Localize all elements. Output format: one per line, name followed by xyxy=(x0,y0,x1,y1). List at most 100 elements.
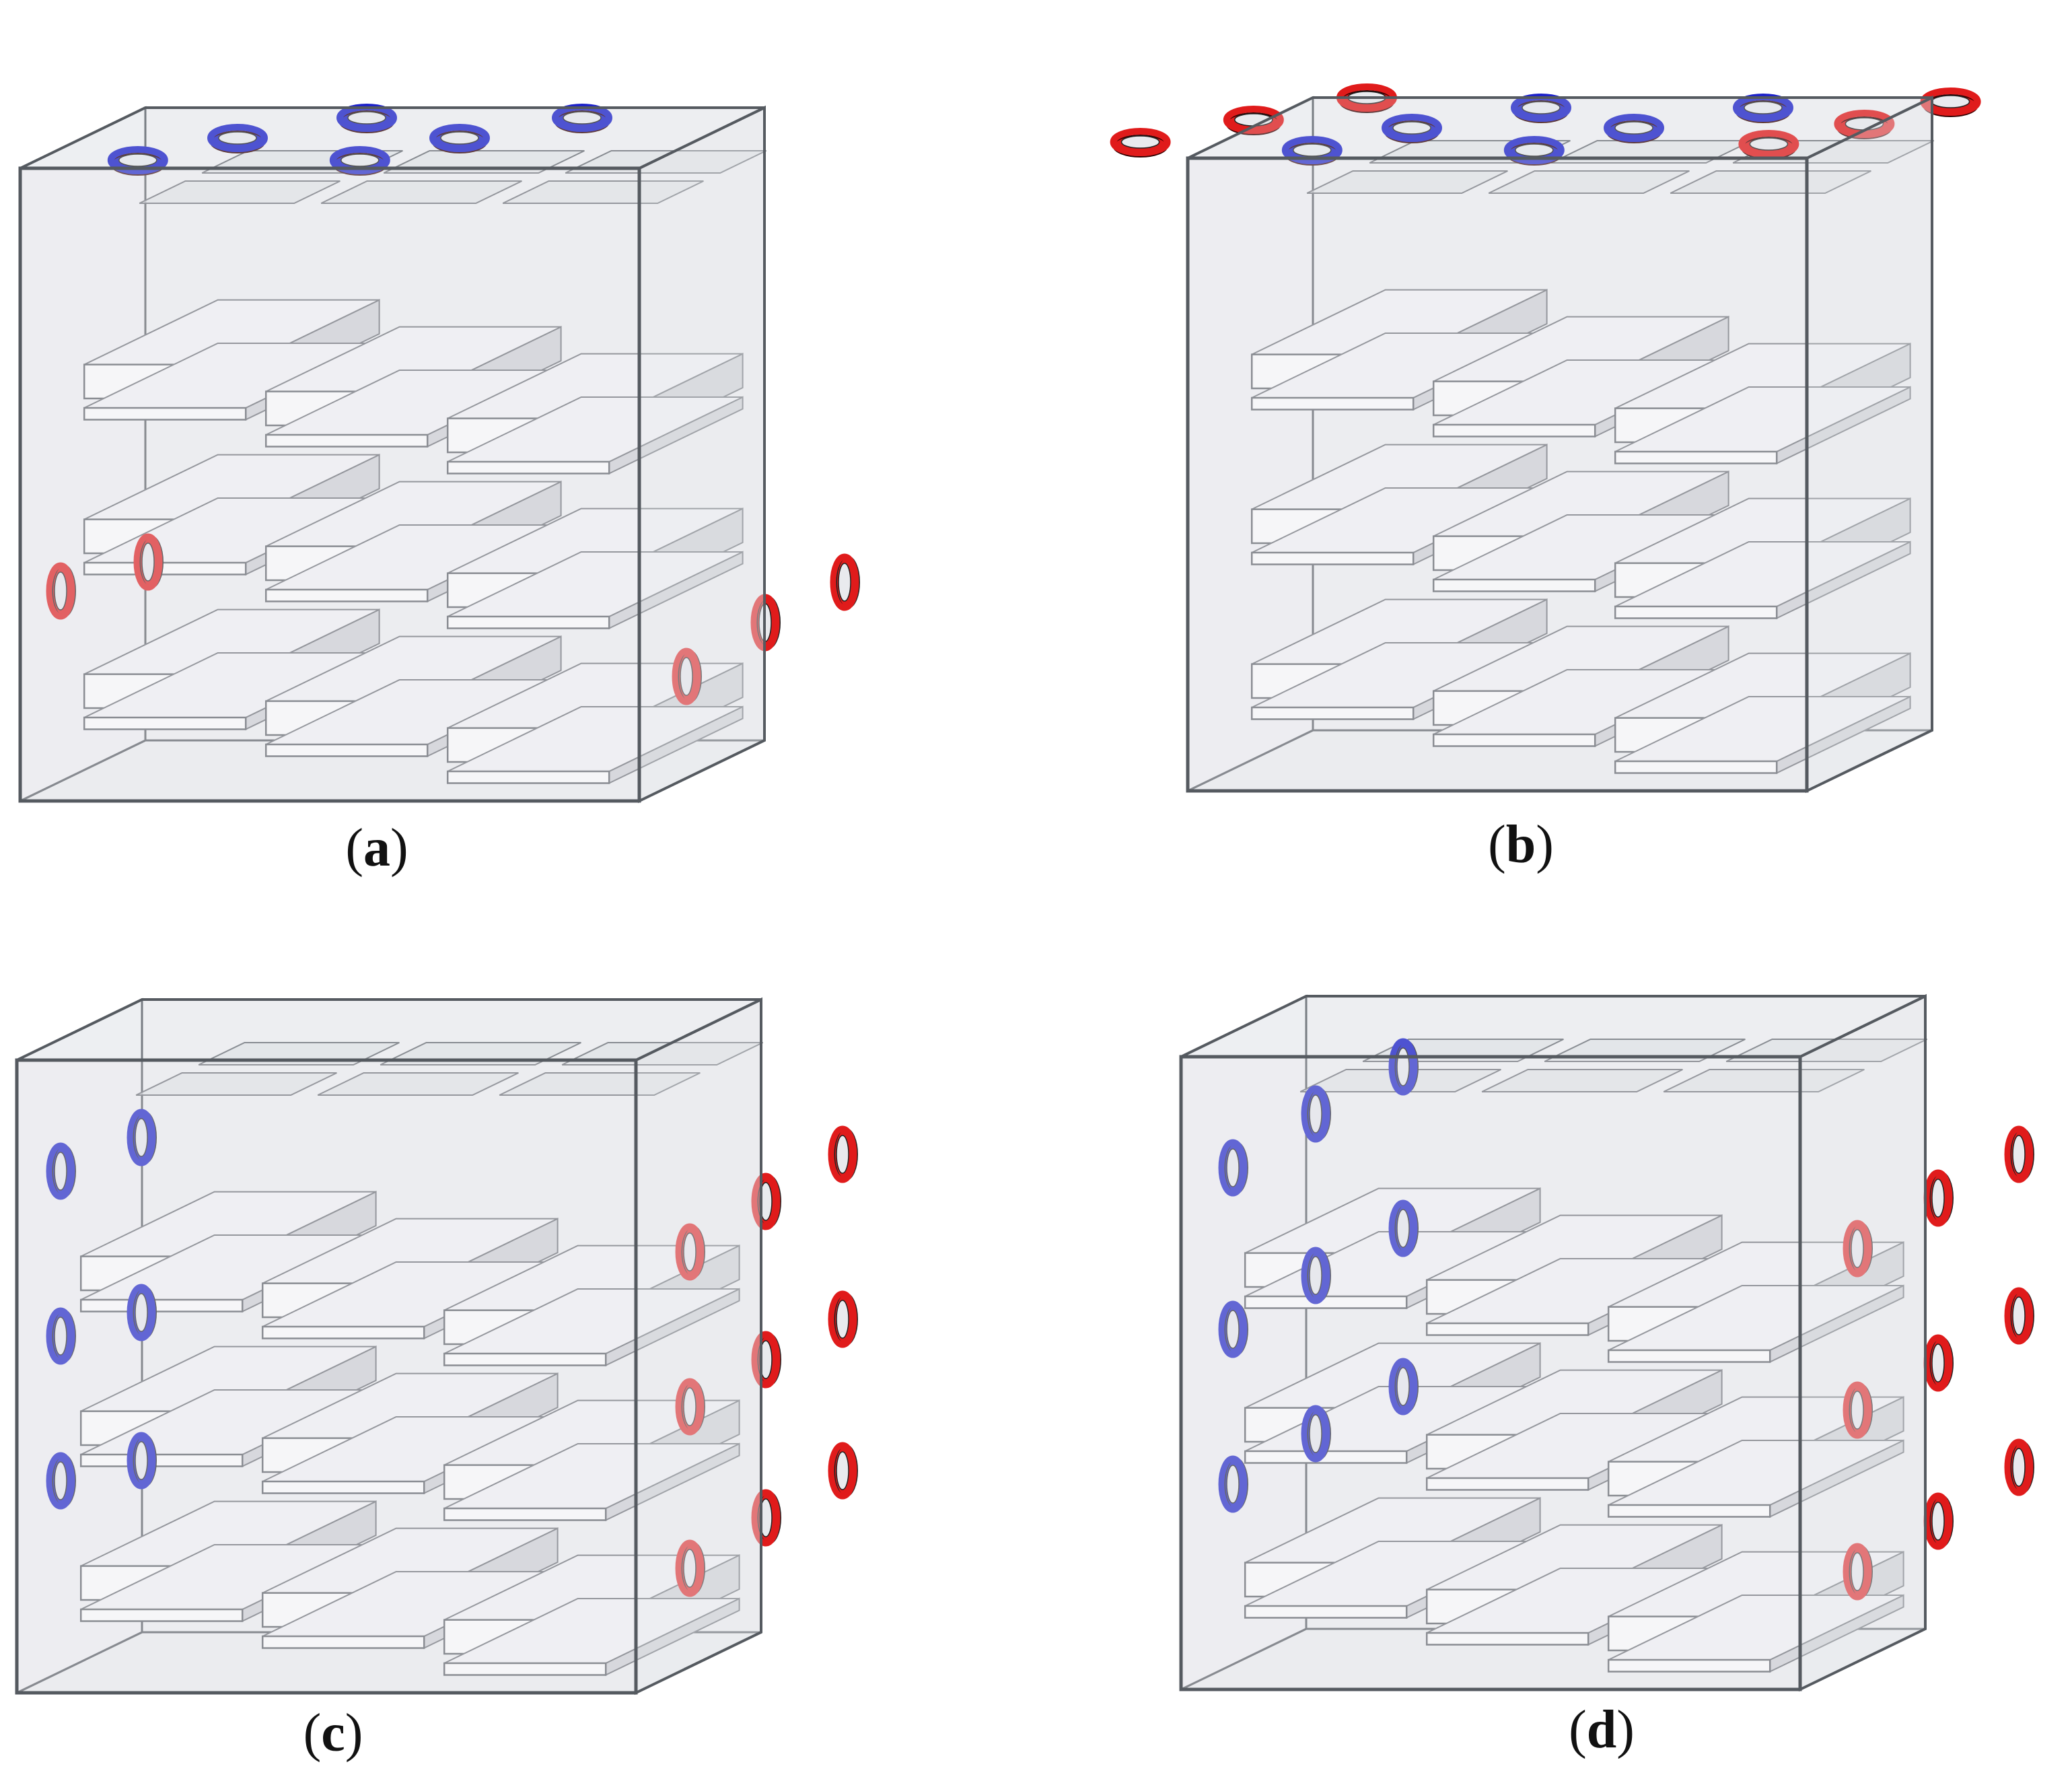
top-plate xyxy=(1663,1069,1865,1092)
outlet-ring-side-hole xyxy=(2012,1448,2026,1487)
enclosure-right-wall xyxy=(1806,95,1933,794)
inlet-ring-top-hole xyxy=(1293,143,1332,157)
inlet-ring-side-rim xyxy=(127,1432,156,1490)
outlet-ring-side-hole xyxy=(683,1387,696,1426)
inlet-ring-side-rim xyxy=(1218,1139,1248,1197)
outlet-ring-side-rim xyxy=(675,1539,705,1597)
outlet-ring-side-hole xyxy=(680,657,693,696)
inlet-ring-side-hole xyxy=(54,1317,67,1356)
outlet-ring-side-hole xyxy=(2012,1296,2026,1335)
inlet-ring-side-rim xyxy=(1218,1455,1248,1513)
cooling-plate-front xyxy=(1614,450,1778,464)
outlet-ring-side-hole xyxy=(141,543,155,582)
inlet-ring-side-rim xyxy=(46,1307,75,1365)
inlet-ring-side-hole xyxy=(1309,1094,1322,1133)
inlet-ring-side-hole xyxy=(1226,1310,1240,1349)
panel-c-battery-enclosure xyxy=(15,997,858,1695)
outlet-ring-side-hole xyxy=(54,571,67,610)
cooling-plate-front xyxy=(1432,733,1596,747)
cooling-plate-front xyxy=(443,1662,607,1676)
cooling-plate-front xyxy=(1244,1295,1408,1309)
outlet-ring-side-hole xyxy=(838,563,851,602)
cooling-plate-front xyxy=(446,770,610,784)
cooling-plate-front xyxy=(261,1635,425,1649)
cooling-plate-front xyxy=(264,743,429,757)
outlet-ring-side-hole xyxy=(836,1135,849,1174)
top-plate xyxy=(320,180,522,204)
inlet-ring-top-hole xyxy=(347,111,386,125)
inlet-ring-top-rim xyxy=(1604,114,1664,142)
cooling-plate-front xyxy=(83,407,247,421)
panel-a-battery-enclosure xyxy=(18,104,860,804)
enclosure-front-wall xyxy=(15,1058,638,1695)
inlet-ring-side-hole xyxy=(1396,1209,1410,1248)
enclosure-right-wall xyxy=(638,105,766,804)
enclosure-top xyxy=(16,998,762,1061)
cooling-plate-front xyxy=(261,1325,425,1339)
inlet-ring-top-rim xyxy=(329,146,390,174)
top-plate xyxy=(1481,1069,1683,1092)
outlet-ring-side-rim xyxy=(2004,1287,2034,1345)
inlet-ring-top-hole xyxy=(218,131,257,145)
enclosure-top xyxy=(1180,995,1926,1058)
inlet-ring-side-rim xyxy=(1388,1358,1418,1415)
inlet-ring-side-rim xyxy=(127,1284,156,1341)
caption-a: (a) xyxy=(345,818,408,878)
outlet-ring-top-rim xyxy=(1738,130,1799,158)
outlet-ring-side-rim xyxy=(2004,1125,2034,1183)
inlet-ring-top-hole xyxy=(118,153,157,167)
top-plate xyxy=(1670,170,1871,194)
cooling-plate-front xyxy=(1250,551,1415,565)
inlet-ring-side-hole xyxy=(135,1293,148,1332)
cooling-plate-front xyxy=(79,1298,244,1313)
cooling-plate-front xyxy=(83,716,247,730)
outlet-ring-side-hole xyxy=(1851,1391,1864,1430)
inlet-ring-side-rim xyxy=(1388,1038,1418,1096)
top-plate xyxy=(499,1072,701,1096)
outlet-ring-side-hole xyxy=(1931,1179,1945,1218)
inlet-ring-side-rim xyxy=(1301,1247,1330,1304)
cooling-plate-front xyxy=(1607,1504,1771,1518)
outlet-ring-side-hole xyxy=(836,1451,849,1490)
inlet-ring-side-rim xyxy=(46,1452,75,1510)
inlet-ring-side-rim xyxy=(127,1109,156,1166)
top-plate xyxy=(502,180,704,204)
enclosure-right-wall xyxy=(1799,993,1927,1692)
outlet-ring-side-hole xyxy=(2012,1135,2026,1174)
top-plate xyxy=(139,180,341,204)
inlet-ring-side-hole xyxy=(1226,1148,1240,1187)
cooling-plate-front xyxy=(264,433,429,448)
inlet-ring-side-rim xyxy=(1218,1300,1248,1358)
inlet-ring-top-hole xyxy=(563,111,602,125)
cooling-plate-front xyxy=(443,1507,607,1521)
cooling-plate-front xyxy=(1607,1658,1771,1673)
outlet-ring-side-hole xyxy=(1851,1229,1864,1268)
outlet-ring-side-rim xyxy=(830,553,859,611)
enclosure-top xyxy=(1187,96,1933,160)
inlet-ring-top-hole xyxy=(440,131,479,145)
outlet-ring-side-hole xyxy=(1931,1343,1945,1383)
outlet-ring-side-rim xyxy=(675,1223,705,1281)
outlet-ring-top-rim xyxy=(1110,128,1171,156)
outlet-ring-side-hole xyxy=(836,1300,849,1339)
outlet-ring-side-rim xyxy=(1843,1543,1872,1601)
inlet-ring-side-hole xyxy=(54,1152,67,1191)
inlet-ring-side-rim xyxy=(1388,1199,1418,1257)
inlet-ring-top-hole xyxy=(1392,121,1431,135)
outlet-ring-top-hole xyxy=(1749,137,1789,151)
inlet-ring-side-rim xyxy=(1301,1405,1330,1463)
outlet-ring-top-rim xyxy=(1834,110,1895,138)
cooling-plate-front xyxy=(1432,578,1596,592)
outlet-ring-side-hole xyxy=(1851,1552,1864,1591)
cooling-plate-front xyxy=(1614,605,1778,619)
inlet-ring-top-hole xyxy=(1522,101,1561,114)
inlet-ring-side-hole xyxy=(1309,1414,1322,1453)
top-plate xyxy=(135,1072,337,1096)
enclosure-front-wall xyxy=(18,166,641,803)
cooling-plate-front xyxy=(1614,760,1778,774)
cooling-plate-front xyxy=(1425,1477,1589,1491)
enclosure-right-wall xyxy=(635,997,762,1695)
outlet-ring-side-rim xyxy=(828,1442,857,1500)
inlet-ring-top-hole xyxy=(341,153,380,167)
inlet-ring-side-rim xyxy=(46,1142,75,1200)
